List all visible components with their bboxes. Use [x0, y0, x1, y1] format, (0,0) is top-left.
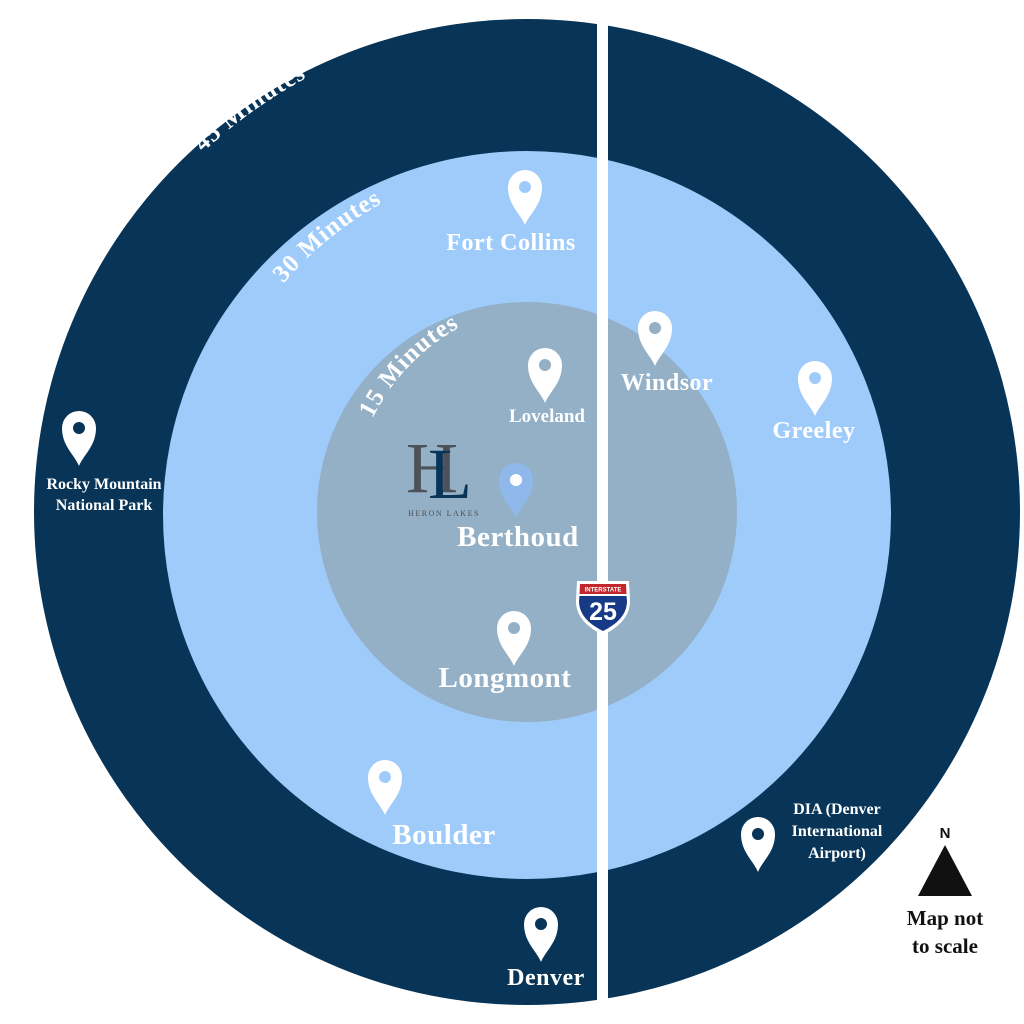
map-not-to-scale-line1: Map not [907, 906, 983, 930]
location-rocky-mountain-national-park[interactable]: Rocky Mountain National Park [46, 411, 162, 514]
logo-monogram-h: H [406, 428, 458, 508]
heron-lakes-logo: H L HERON LAKES [406, 428, 480, 518]
location-label-denver: Denver [507, 965, 585, 991]
location-loveland[interactable]: Loveland [509, 348, 585, 427]
location-denver[interactable]: Denver [507, 907, 585, 991]
location-label-boulder: Boulder [392, 819, 495, 851]
location-longmont[interactable]: Longmont [439, 611, 572, 694]
interstate-top-label: INTERSTATE [585, 588, 622, 594]
map-pin-icon [798, 361, 832, 416]
location-label-rocky-mountain-line1: Rocky Mountain [46, 476, 161, 493]
location-windsor[interactable]: Windsor [621, 311, 713, 396]
map-pin-icon [524, 907, 558, 962]
ring-15-minutes [317, 302, 737, 722]
location-label-berthoud: Berthoud [457, 521, 579, 553]
location-label-windsor: Windsor [621, 370, 713, 396]
map-not-to-scale-line2: to scale [912, 934, 978, 958]
logo-monogram-l: L [428, 434, 472, 514]
map-pin-icon [741, 817, 775, 872]
map-pin-icon [499, 463, 533, 518]
map-pin-icon [368, 760, 402, 815]
location-label-loveland: Loveland [509, 406, 585, 427]
location-label-dia-line3: Airport) [808, 845, 866, 862]
location-label-rocky-mountain-line2: National Park [56, 497, 153, 514]
location-label-longmont: Longmont [439, 662, 572, 694]
interstate-25-shield-icon: INTERSTATE 25 [576, 581, 630, 635]
compass-letter: N [940, 825, 951, 842]
location-fort-collins[interactable]: Fort Collins [446, 170, 575, 256]
north-arrow-icon: N [918, 825, 972, 896]
location-label-fort-collins: Fort Collins [446, 230, 575, 256]
map-pin-icon [528, 348, 562, 403]
interstate-number: 25 [589, 598, 617, 626]
location-dia[interactable]: DIA (Denver International Airport) [741, 801, 883, 872]
location-boulder[interactable]: Boulder [368, 760, 496, 851]
map-pin-icon [638, 311, 672, 366]
interstate-25-road [597, 20, 608, 1003]
logo-name: HERON LAKES [408, 509, 480, 518]
location-berthoud[interactable]: Berthoud [457, 463, 579, 553]
location-label-dia-line1: DIA (Denver [793, 801, 881, 818]
location-greeley[interactable]: Greeley [772, 361, 855, 444]
map-pin-icon [497, 611, 531, 666]
location-label-dia-line2: International [792, 823, 883, 840]
map-pin-icon [508, 170, 542, 225]
location-label-greeley: Greeley [772, 418, 855, 444]
map-pin-icon [62, 411, 96, 466]
